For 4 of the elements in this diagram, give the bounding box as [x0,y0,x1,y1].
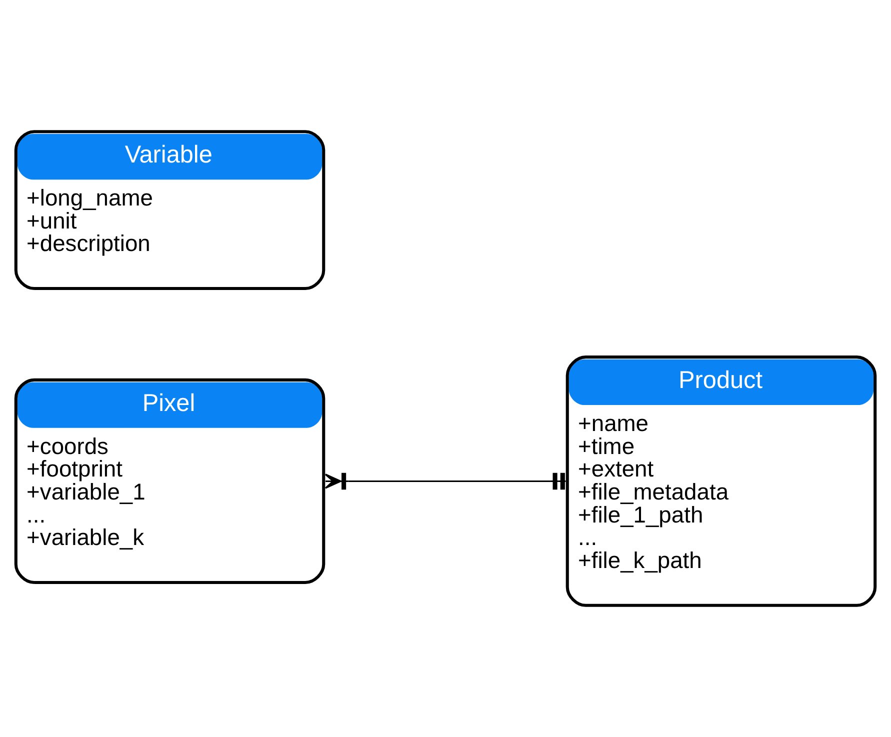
connector [324,472,566,490]
node-box: Product +name +time +extent +file_metadata +file_1_path ... +file_k_path [566,356,877,607]
node-box: Variable +long_name +unit +description [14,130,326,290]
node-box: Pixel +coords +footprint +variable_1 ... +variable_k [14,378,326,584]
